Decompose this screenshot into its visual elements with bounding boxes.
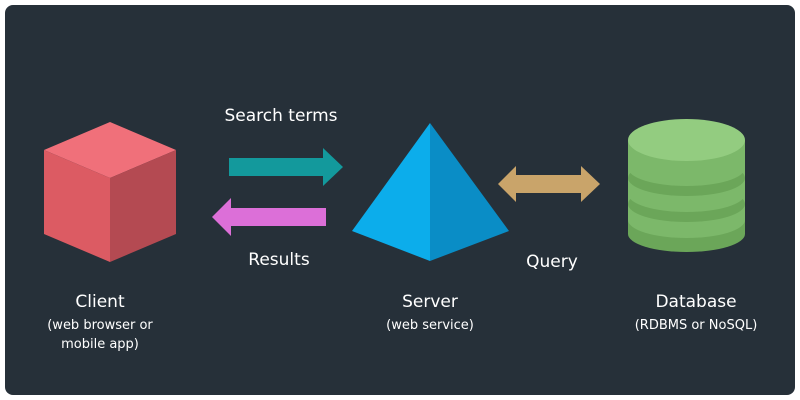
- query-label: Query: [526, 252, 578, 272]
- results-label: Results: [248, 250, 310, 270]
- search-terms-label: Search terms: [224, 106, 338, 126]
- query-arrow: [498, 166, 600, 202]
- server-title: Server: [402, 292, 458, 312]
- database-cylinder-icon: [628, 119, 745, 252]
- cube-icon: [44, 122, 176, 262]
- database-title: Database: [655, 292, 737, 312]
- server-subtitle: (web service): [386, 318, 474, 333]
- pyramid-icon: [352, 123, 509, 261]
- search-terms-arrow: [229, 148, 343, 186]
- results-arrow: [212, 198, 326, 236]
- client-subtitle-line1: (web browser or: [47, 318, 153, 333]
- client-subtitle-line2: mobile app): [61, 337, 139, 352]
- database-subtitle: (RDBMS or NoSQL): [634, 318, 758, 333]
- client-title: Client: [75, 292, 125, 312]
